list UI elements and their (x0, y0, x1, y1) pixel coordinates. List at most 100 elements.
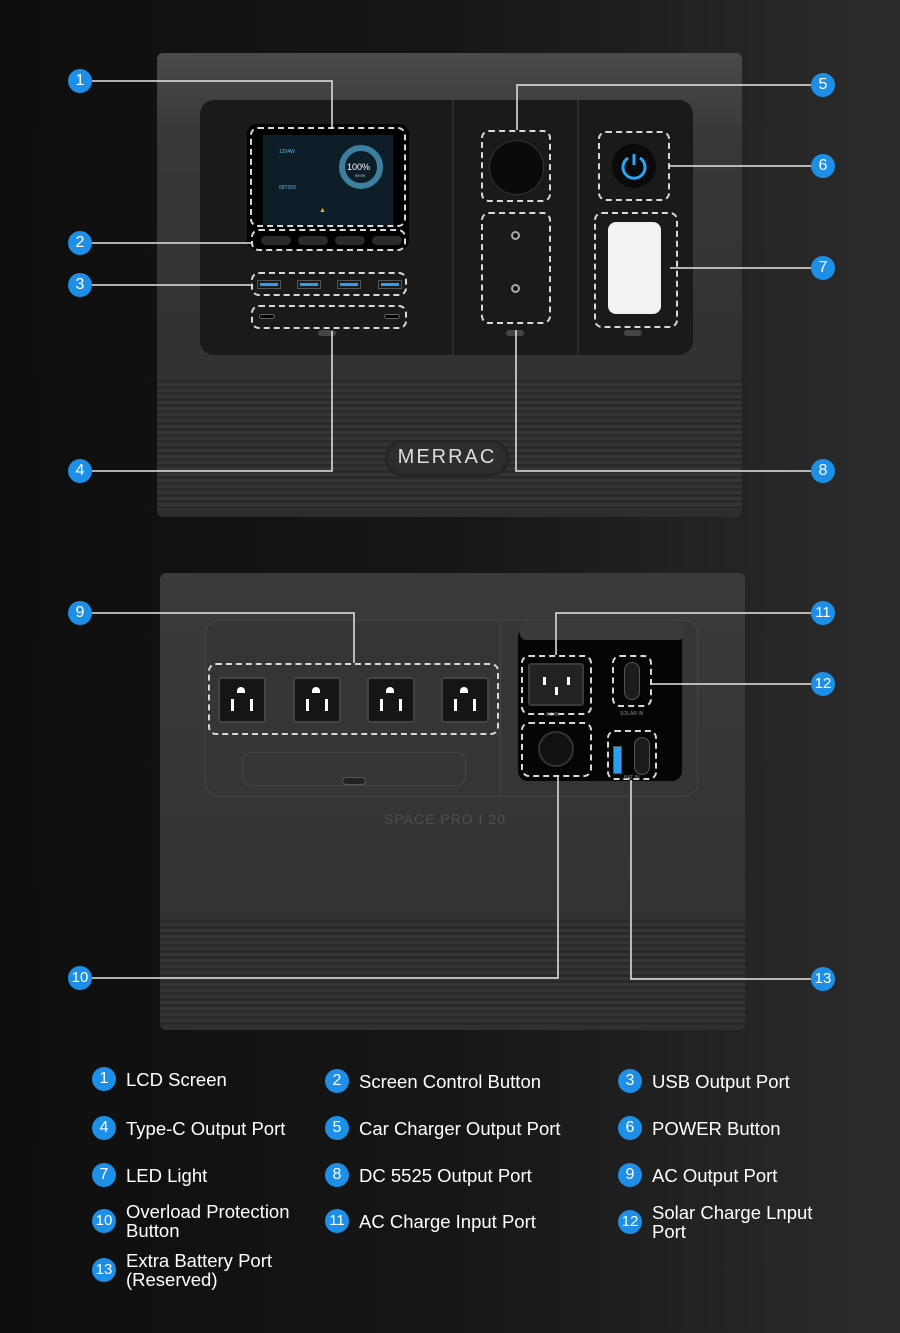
battery-ring (339, 145, 383, 189)
legend-number: 8 (325, 1163, 349, 1187)
legend-label: Overload Protection Button (126, 1201, 290, 1241)
typec-port (384, 314, 400, 319)
led-light (608, 222, 661, 314)
lcd-screen: 1204W 68T059 100% 99:99 ▲ (263, 135, 393, 225)
callout-1: 1 (68, 69, 92, 93)
solar-in-highlight (612, 655, 652, 707)
brand-logo: MERRAC (397, 446, 497, 468)
legend-label: DC 5525 Output Port (359, 1164, 532, 1186)
ac-outlet (218, 677, 266, 723)
led-switch[interactable] (624, 330, 642, 336)
legend-label: Car Charger Output Port (359, 1117, 561, 1139)
ac-outlet (441, 677, 489, 723)
overload-protection-button[interactable] (538, 731, 574, 767)
power-highlight (598, 131, 670, 201)
ac-output-highlight (208, 663, 499, 735)
usb-port (337, 280, 361, 289)
ac-switch[interactable] (342, 777, 366, 785)
solar-input-port (624, 662, 640, 700)
legend-number: 12 (618, 1210, 642, 1234)
ac-in-label: AC IN (546, 712, 560, 718)
legend-label: USB Output Port (652, 1070, 790, 1092)
legend-number: 1 (92, 1067, 116, 1091)
ac-in-highlight (521, 655, 592, 715)
usb-switch[interactable] (318, 330, 336, 336)
callout-7: 7 (811, 256, 835, 280)
power-button[interactable] (612, 144, 656, 188)
buttons-highlight (251, 229, 406, 251)
legend-item: 10 Overload Protection Button (92, 1202, 307, 1240)
callout-line-8 (515, 330, 811, 472)
overload-highlight (521, 722, 592, 777)
callout-4: 4 (68, 459, 92, 483)
screen-control-button[interactable] (335, 236, 365, 245)
typec-port (259, 314, 275, 319)
typec-highlight (251, 305, 407, 329)
legend-item: 5 Car Charger Output Port (325, 1116, 561, 1140)
callout-8: 8 (811, 459, 835, 483)
legend-label: Solar Charge Lnput Port (652, 1202, 813, 1242)
legend-number: 9 (618, 1163, 642, 1187)
bat-in-highlight (607, 730, 657, 780)
legend-label: AC Output Port (652, 1164, 778, 1186)
dc5525-highlight (481, 212, 551, 324)
legend-label: AC Charge Input Port (359, 1210, 536, 1232)
bat-usb-port (613, 746, 622, 774)
callout-line-9 (92, 612, 355, 663)
led-highlight (594, 212, 678, 328)
legend-item: 8 DC 5525 Output Port (325, 1163, 532, 1187)
ac-outlet (367, 677, 415, 723)
callout-2: 2 (68, 231, 92, 255)
callout-5: 5 (811, 73, 835, 97)
logo-plate (385, 440, 509, 476)
legend-item: 3 USB Output Port (618, 1069, 790, 1093)
screen-control-button[interactable] (298, 236, 328, 245)
legend-label: LED Light (126, 1164, 208, 1186)
ac-outlet (293, 677, 341, 723)
callout-13: 13 (811, 967, 835, 991)
legend-label: Extra Battery Port (Reserved) (126, 1250, 272, 1290)
lcd-highlight (250, 127, 406, 227)
legend-item: 1 LCD Screen (92, 1067, 227, 1091)
legend-label: Type-C Output Port (126, 1117, 286, 1139)
solar-in-label: SOLAR IN (620, 711, 644, 717)
dc-switch[interactable] (506, 330, 524, 336)
legend-label: Screen Control Button (359, 1070, 542, 1092)
ribbed-base (160, 920, 745, 1025)
screen-control-button[interactable] (261, 236, 291, 245)
legend-number: 4 (92, 1116, 116, 1140)
legend-number: 6 (618, 1116, 642, 1140)
callout-3: 3 (68, 273, 92, 297)
dc5525-port (511, 284, 520, 293)
screen-control-button[interactable] (372, 236, 402, 245)
usb-port (378, 280, 402, 289)
legend-number: 3 (618, 1069, 642, 1093)
callout-line-1 (92, 80, 333, 127)
panel-divider (452, 100, 454, 355)
bat-input-port (634, 737, 650, 775)
callout-line-5 (516, 84, 811, 130)
callout-line-11 (555, 612, 811, 655)
back-divider (500, 620, 501, 797)
legend-number: 10 (92, 1209, 116, 1233)
model-name: SPACE PRO I 20 (384, 811, 506, 827)
legend-item: 9 AC Output Port (618, 1163, 777, 1187)
legend-item: 12 Solar Charge Lnput Port (618, 1203, 833, 1241)
lcd-power: 1204W (279, 149, 295, 155)
legend-number: 11 (325, 1209, 349, 1233)
car-charger-highlight (481, 130, 551, 202)
lcd-percent: 100% (347, 162, 371, 172)
legend-number: 5 (325, 1116, 349, 1140)
callout-6: 6 (811, 154, 835, 178)
usb-highlight (251, 272, 407, 296)
ac-input-port (528, 663, 584, 706)
callout-12: 12 (811, 672, 835, 696)
legend-item: 4 Type-C Output Port (92, 1116, 285, 1140)
legend-label: LCD Screen (126, 1068, 227, 1090)
callout-line-4 (92, 331, 333, 472)
panel-divider (577, 100, 579, 355)
usb-port (257, 280, 281, 289)
